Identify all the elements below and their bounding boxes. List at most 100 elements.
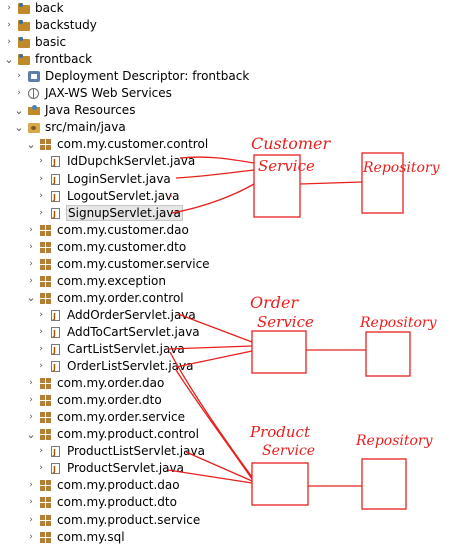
chevron-down-icon[interactable]: ⌄: [14, 103, 24, 117]
tree-item-label: IdDupchkServlet.java: [67, 154, 196, 169]
tree-item[interactable]: › com.my.customer.dto: [26, 239, 187, 256]
tree-item-label: AddToCartServlet.java: [67, 324, 200, 339]
tree-item-label: com.my.product.control: [57, 427, 199, 442]
chevron-right-icon[interactable]: ›: [17, 71, 21, 82]
tree-item-label: com.my.order.dao: [57, 376, 165, 391]
tree-item[interactable]: › JAX-WS Web Services: [14, 85, 173, 102]
chevron-right-icon[interactable]: ›: [29, 258, 33, 269]
chevron-right-icon[interactable]: ›: [39, 446, 43, 457]
tree-item[interactable]: › com.my.customer.dao: [26, 222, 190, 239]
tree-item[interactable]: › Deployment Descriptor: frontback: [14, 68, 250, 85]
tree-item[interactable]: ⌄ src/main/java: [14, 119, 127, 136]
chevron-right-icon[interactable]: ›: [39, 344, 43, 354]
tree-item[interactable]: ›com.my.sql: [26, 529, 126, 546]
java-resources-icon: [27, 104, 40, 117]
tree-item-label: com.my.product.dto: [57, 495, 177, 510]
tree-item[interactable]: › backstudy: [4, 17, 98, 34]
chevron-right-icon[interactable]: ›: [39, 326, 43, 337]
package-icon: [39, 394, 52, 407]
tree-item[interactable]: › AddToCartServlet.java: [36, 324, 201, 342]
tree-item[interactable]: ⌄ com.my.customer.control: [26, 136, 209, 153]
tree-item[interactable]: ›SignupServlet.java: [36, 205, 183, 223]
source-folder-icon: [27, 121, 40, 134]
tree-item[interactable]: › com.my.order.dto: [26, 392, 163, 409]
chevron-right-icon[interactable]: ›: [7, 37, 11, 48]
tree-item-label: frontback: [35, 52, 93, 67]
chevron-right-icon[interactable]: ›: [39, 190, 43, 201]
chevron-right-icon[interactable]: ›: [39, 173, 43, 184]
tree-item[interactable]: › ProductListServlet.java: [36, 443, 206, 461]
tree-item[interactable]: ⌄Java Resources: [14, 102, 136, 119]
chevron-right-icon[interactable]: ›: [7, 3, 11, 13]
chevron-right-icon[interactable]: ›: [29, 480, 33, 491]
chevron-right-icon[interactable]: ›: [29, 275, 33, 286]
tree-item-label: src/main/java: [45, 120, 126, 135]
package-icon: [39, 531, 52, 544]
chevron-right-icon[interactable]: ›: [39, 207, 43, 218]
tree-item-label: com.my.customer.control: [57, 137, 209, 152]
package-icon: [39, 411, 52, 424]
tree-item[interactable]: ›com.my.product.dao: [26, 477, 181, 494]
tree-item[interactable]: › com.my.order.dao: [26, 375, 165, 392]
tree-item-label: JAX-WS Web Services: [45, 86, 172, 101]
java-file-icon: [49, 325, 62, 342]
java-file-icon: [49, 461, 62, 478]
package-icon: [39, 377, 52, 390]
tree-item[interactable]: ›LoginServlet.java: [36, 171, 172, 189]
chevron-right-icon[interactable]: ›: [29, 412, 33, 423]
tree-item-label: com.my.customer.dao: [57, 222, 189, 237]
chevron-right-icon[interactable]: ›: [29, 497, 33, 508]
tree-item[interactable]: ›com.my.product.service: [26, 512, 201, 529]
package-icon: [39, 241, 52, 254]
tree-item[interactable]: ⌄ com.my.product.control: [26, 426, 200, 443]
chevron-down-icon[interactable]: ⌄: [14, 120, 24, 134]
java-file-icon: [49, 444, 62, 461]
java-file-icon: [49, 172, 62, 189]
tree-item[interactable]: ›basic: [4, 34, 67, 51]
package-icon: [39, 224, 52, 237]
chevron-right-icon[interactable]: ›: [39, 361, 43, 372]
chevron-right-icon[interactable]: ›: [29, 395, 33, 406]
chevron-right-icon[interactable]: ›: [7, 20, 11, 31]
chevron-right-icon[interactable]: ›: [29, 514, 33, 525]
chevron-right-icon[interactable]: ›: [29, 531, 33, 542]
tree-item[interactable]: › com.my.order.service: [26, 409, 186, 426]
tree-item[interactable]: ›OrderListServlet.java: [36, 358, 195, 376]
java-file-icon: [49, 206, 62, 223]
tree-item-label: backstudy: [35, 18, 97, 33]
tree-item[interactable]: ›com.my.customer.service: [26, 256, 211, 273]
tree-item-label: AddOrderServlet.java: [67, 307, 196, 322]
chevron-right-icon[interactable]: ›: [39, 463, 43, 474]
chevron-right-icon[interactable]: ›: [29, 224, 33, 235]
tree-item[interactable]: ›LogoutServlet.java: [36, 188, 181, 206]
chevron-right-icon[interactable]: ›: [39, 309, 43, 320]
chevron-right-icon[interactable]: ›: [39, 156, 43, 167]
tree-item[interactable]: › com.my.product.dto: [26, 494, 178, 511]
chevron-right-icon[interactable]: ›: [29, 378, 33, 389]
chevron-down-icon[interactable]: ⌄: [26, 291, 36, 305]
chevron-down-icon[interactable]: ⌄: [4, 52, 14, 66]
tree-item-label: ProductListServlet.java: [67, 444, 205, 459]
java-file-icon: [49, 154, 62, 171]
tree-item[interactable]: ›back: [4, 0, 65, 17]
deployment-descriptor-icon: [27, 70, 40, 83]
tree-item[interactable]: ⌄ frontback: [4, 51, 93, 68]
project-icon: [17, 2, 30, 15]
tree-item[interactable]: › AddOrderServlet.java: [36, 307, 197, 325]
tree-item-label: com.my.order.dto: [57, 393, 162, 408]
chevron-down-icon[interactable]: ⌄: [26, 137, 36, 151]
tree-item[interactable]: › CartListServlet.java: [36, 341, 186, 359]
tree-item[interactable]: ›ProductServlet.java: [36, 460, 185, 478]
tree-item-label: Deployment Descriptor: frontback: [45, 69, 250, 84]
tree-item-label: com.my.order.service: [57, 410, 186, 425]
package-icon: [39, 275, 52, 288]
tree-item[interactable]: › IdDupchkServlet.java: [36, 153, 196, 171]
chevron-down-icon[interactable]: ⌄: [26, 427, 36, 441]
tree-item[interactable]: ⌄com.my.order.control: [26, 290, 185, 307]
chevron-right-icon[interactable]: ›: [17, 88, 21, 99]
tree-item[interactable]: ›com.my.exception: [26, 273, 167, 290]
tree-item-label: com.my.customer.dto: [57, 239, 187, 254]
web-services-icon: [27, 87, 40, 100]
chevron-right-icon[interactable]: ›: [29, 241, 33, 252]
tree-item-label: CartListServlet.java: [67, 342, 185, 356]
